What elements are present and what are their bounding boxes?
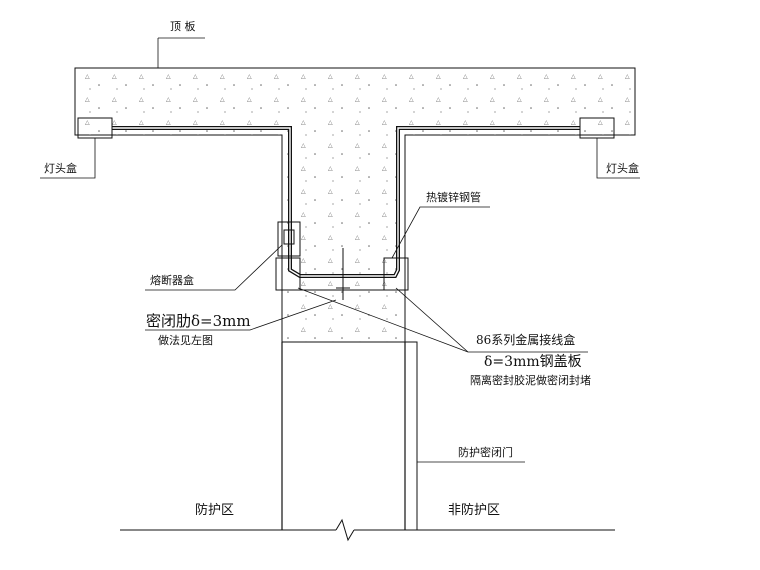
sealing-rib (336, 248, 350, 300)
airtight-door (404, 341, 418, 531)
leader-lines (40, 37, 640, 463)
concrete-slab (74, 67, 636, 291)
steel-cover-label: δ=3mm钢盖板 (484, 354, 582, 370)
method-see-left-label: 做法见左图 (158, 333, 213, 347)
floor-line (120, 518, 615, 542)
junction-box-left (275, 257, 301, 291)
junction-box-right (383, 257, 409, 291)
unprotected-zone-label: 非防护区 (448, 502, 500, 518)
conduit-pipe (112, 126, 580, 278)
sealing-note-label: 隔离密封胶泥做密闭封堵 (470, 373, 591, 387)
junction-box-label: 86系列金属接线盒 (476, 332, 575, 347)
fuse-box-label: 熔断器盒 (150, 273, 194, 287)
lamp-box-left-label: 灯头盒 (44, 161, 77, 175)
galvanized-pipe-label: 热镀锌钢管 (426, 190, 481, 204)
wall-section (281, 289, 406, 530)
airtight-door-label: 防护密闭门 (458, 445, 513, 459)
fuse-box (277, 221, 301, 257)
lamp-box-right-label: 灯头盒 (606, 161, 639, 175)
slab-label: 顶 板 (170, 19, 196, 33)
protected-zone-label: 防护区 (195, 502, 234, 518)
sealing-rib-label: 密闭肋δ=3mm (146, 312, 251, 330)
